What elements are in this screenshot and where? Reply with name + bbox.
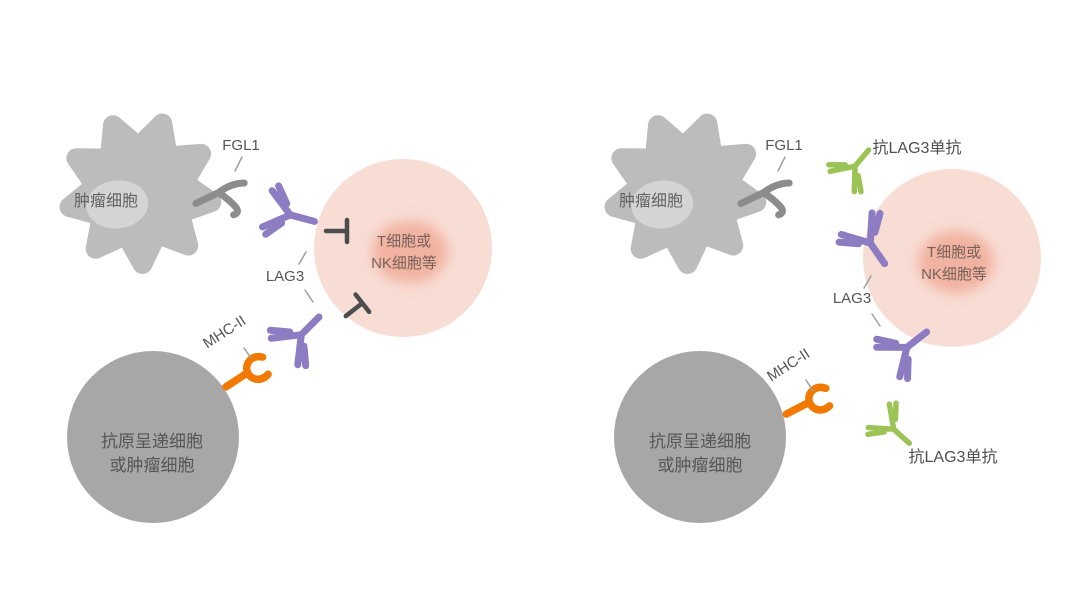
lag3-connector-line-bottom [304, 289, 314, 303]
mhc2-connector-line [243, 347, 252, 359]
fgl1-label: FGL1 [222, 137, 260, 154]
t-cell-label-line1: T细胞或 [927, 244, 981, 261]
tumor-cell-label: 肿瘤细胞 [74, 192, 138, 210]
apc-cell-left [67, 351, 239, 523]
lag3-label: LAG3 [266, 268, 304, 285]
tumor-cell-nucleus [86, 180, 149, 229]
apc-label-line1: 抗原呈递细胞 [649, 432, 751, 451]
t-cell-label-line1: T细胞或 [377, 233, 431, 250]
lag3-label: LAG3 [833, 290, 871, 307]
mhc2-receptor [782, 386, 830, 417]
t-cell-left [314, 159, 492, 337]
panel-right: 肿瘤细胞 FGL1 抗LAG3单抗 LAG3 MHC-II T细胞或 NK细胞等… [608, 112, 1041, 523]
lag3-molecule-bottom [267, 299, 337, 369]
lag3-connector-line-top [298, 251, 307, 265]
apc-label-line2: 或肿瘤细胞 [110, 456, 195, 475]
t-cell-nucleus [918, 231, 994, 293]
tumor-cell-nucleus [631, 180, 694, 229]
t-cell-nucleus [372, 221, 448, 283]
tumor-cell-left [63, 112, 221, 272]
tumor-cell-right [608, 112, 766, 272]
apc-label-line2: 或肿瘤细胞 [658, 456, 743, 475]
t-cell-label-line2: NK细胞等 [921, 265, 987, 283]
anti-lag3-label-top: 抗LAG3单抗 [873, 139, 962, 157]
mhc2-label: MHC-II [200, 312, 249, 352]
apc-label-line1: 抗原呈递细胞 [101, 432, 203, 451]
tumor-cell-label: 肿瘤细胞 [619, 192, 683, 210]
t-cell-right [863, 169, 1041, 347]
mhc2-label: MHC-II [764, 345, 813, 385]
t-cell-label-line2: NK细胞等 [371, 254, 437, 272]
anti-lag3-label-bottom: 抗LAG3单抗 [909, 448, 998, 466]
fgl1-connector-line [234, 156, 243, 172]
lag3-connector-line-top [863, 275, 872, 289]
apc-cell-right [614, 351, 786, 523]
mhc2-connector-line [805, 379, 814, 392]
panel-left: 肿瘤细胞 FGL1 LAG3 MHC-II T细胞或 NK细胞等 抗原呈递细胞 … [63, 112, 492, 523]
mhc2-receptor [220, 355, 269, 390]
fgl1-connector-line [777, 156, 786, 172]
lag3-molecule-top [261, 185, 321, 246]
fgl1-label: FGL1 [765, 137, 803, 154]
lag3-connector-line-bottom [871, 313, 881, 327]
